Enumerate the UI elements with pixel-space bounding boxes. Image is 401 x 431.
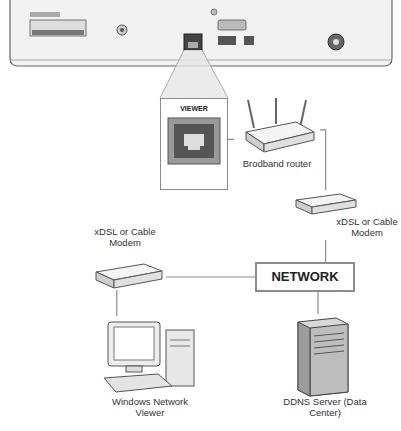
network-box: NETWORK [255, 262, 355, 292]
pc-icon [104, 322, 194, 392]
server-icon [298, 318, 348, 396]
box-label: NETWORK [271, 269, 338, 285]
modem-node: xDSL or Cable Modem [290, 190, 398, 240]
network-link [228, 139, 234, 140]
network-link [166, 276, 255, 277]
network-link [317, 292, 318, 314]
router-node: Brodband router [234, 96, 320, 171]
router-icon [246, 98, 314, 152]
modem-icon [296, 194, 356, 214]
server-node: DDNS Server (Data Center) [280, 314, 370, 420]
network-link [320, 130, 326, 190]
callout-box: VIEWER [160, 98, 228, 190]
device-label: Brodband router [234, 158, 320, 169]
modem-node: xDSL or Cable Modem [84, 226, 166, 290]
box-label: VIEWER [161, 99, 227, 113]
modem-icon [96, 264, 162, 288]
device-label: xDSL or Cable Modem [336, 216, 398, 238]
rj45-port [168, 118, 220, 164]
network-link [116, 290, 117, 316]
device-label: DDNS Server (Data Center) [280, 396, 370, 418]
pc-node: Windows Network Viewer [100, 316, 200, 420]
device-label: xDSL or Cable Modem [84, 226, 166, 248]
device-label: Windows Network Viewer [100, 396, 200, 418]
network-link [325, 240, 326, 262]
